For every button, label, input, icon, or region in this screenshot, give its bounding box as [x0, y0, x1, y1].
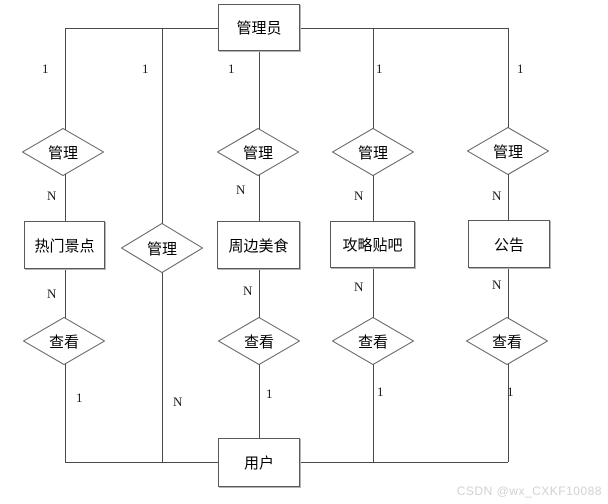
diamond-shape [467, 127, 549, 175]
entity-guide-forum: 攻略贴吧 [330, 221, 415, 268]
cardinality-one: 1 [76, 390, 83, 405]
entity-announcement: 公告 [468, 220, 550, 268]
relationship-view-label: 查看 [491, 333, 522, 351]
cardinality-one: 1 [228, 61, 235, 76]
entity-hot-spots: 热门景点 [24, 221, 105, 269]
relationship-view-label: 查看 [357, 333, 388, 351]
relationship-manage-label: 管理 [242, 144, 273, 162]
relationship-manage-label: 管理 [146, 240, 177, 258]
relationship-manage-label: 管理 [492, 143, 523, 161]
diamond-shape [332, 128, 414, 176]
diamond-shape [217, 128, 299, 176]
diamond-shape [22, 128, 104, 176]
cardinality-many: N [47, 188, 57, 203]
relationship-manage-label: 管理 [47, 144, 78, 162]
diamond-shape [121, 223, 203, 273]
cardinality-one: 1 [507, 384, 514, 399]
entity-nearby-food-label: 周边美食 [228, 237, 289, 255]
relationship-view-label: 查看 [48, 333, 79, 351]
entity-nearby-food: 周边美食 [217, 221, 300, 269]
entity-admin: 管理员 [218, 4, 300, 51]
cardinality-many: N [173, 394, 183, 409]
diamond-shape [218, 317, 300, 365]
entity-guide-forum-label: 攻略贴吧 [342, 237, 403, 254]
diamond-shape [332, 317, 414, 365]
relationship-view-guide-forum: 查看 [332, 317, 414, 365]
relationship-manage-label: 管理 [357, 144, 388, 162]
csdn-watermark: CSDN @wx_CXKF10088 [456, 484, 602, 498]
cardinality-many: N [492, 277, 502, 292]
entity-announcement-label: 公告 [493, 236, 524, 254]
cardinality-many: N [354, 279, 364, 294]
relationship-manage-user: 管理 [121, 223, 203, 273]
entity-user: 用户 [218, 438, 300, 487]
cardinality-many: N [354, 188, 364, 203]
relationship-manage-hot-spots: 管理 [22, 128, 104, 176]
cardinality-one: 1 [377, 384, 384, 399]
cardinality-one: 1 [142, 61, 149, 76]
relationship-view-label: 查看 [243, 333, 274, 351]
diamond-shape [466, 317, 548, 365]
relationship-manage-announcement: 管理 [467, 127, 549, 175]
cardinality-one: 1 [517, 61, 524, 76]
relationship-manage-nearby-food: 管理 [217, 128, 299, 176]
cardinality-many: N [243, 283, 253, 298]
cardinality-one: 1 [376, 61, 383, 76]
cardinality-many: N [47, 286, 57, 301]
relationship-view-nearby-food: 查看 [218, 317, 300, 365]
cardinality-many: N [492, 188, 502, 203]
cardinality-many: N [236, 182, 246, 197]
relationship-view-announcement: 查看 [466, 317, 548, 365]
entity-admin-label: 管理员 [236, 20, 282, 37]
entity-hot-spots-label: 热门景点 [34, 237, 95, 255]
diamond-shape [23, 317, 105, 365]
cardinality-one: 1 [42, 61, 49, 76]
entity-user-label: 用户 [243, 455, 274, 472]
relationship-view-hot-spots: 查看 [23, 317, 105, 365]
cardinality-one: 1 [266, 386, 273, 401]
relationship-manage-guide-forum: 管理 [332, 128, 414, 176]
